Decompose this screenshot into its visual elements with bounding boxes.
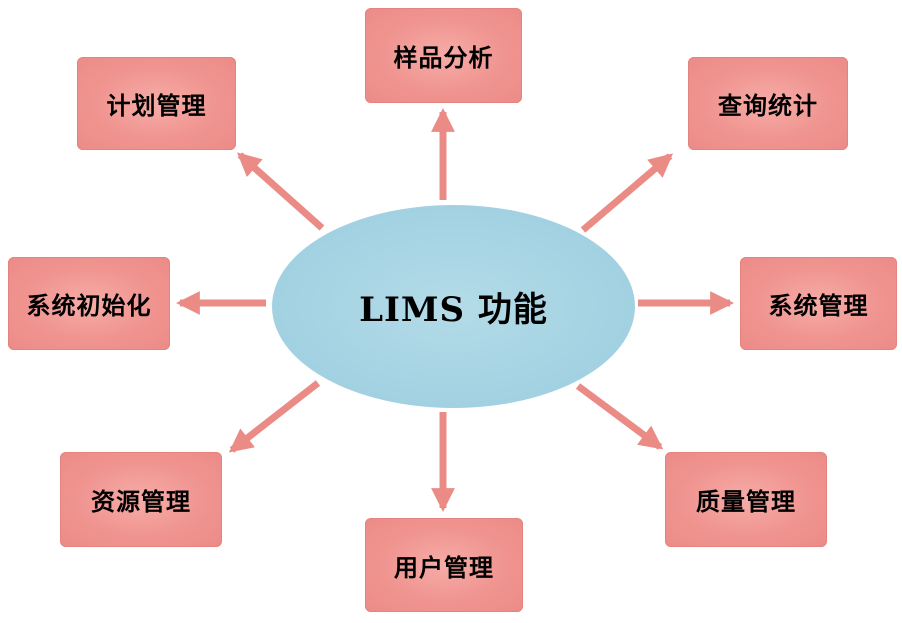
center-node-label: LIMS 功能 — [359, 290, 548, 330]
node-quality-management: 质量管理 — [665, 452, 827, 547]
arrow-resource-management — [228, 380, 321, 453]
node-sample-analysis-label: 样品分析 — [393, 44, 494, 72]
arrow-quality-management — [575, 383, 664, 450]
node-user-management-label: 用户管理 — [394, 553, 494, 582]
node-plan-management: 计划管理 — [77, 57, 236, 150]
node-system-initialization: 系统初始化 — [8, 257, 170, 350]
node-query-statistics-label: 查询统计 — [718, 92, 818, 120]
arrow-plan-management — [237, 152, 325, 231]
node-system-management: 系统管理 — [740, 257, 897, 350]
node-sample-analysis: 样品分析 — [365, 8, 522, 103]
node-user-management: 用户管理 — [365, 518, 523, 612]
node-system-management-label: 系统管理 — [768, 292, 869, 320]
node-resource-management-label: 资源管理 — [91, 488, 191, 516]
node-resource-management: 资源管理 — [60, 452, 222, 547]
node-quality-management-label: 质量管理 — [696, 488, 796, 516]
node-query-statistics: 查询统计 — [688, 57, 848, 150]
node-system-initialization-label: 系统初始化 — [26, 292, 152, 320]
arrow-query-statistics — [580, 153, 674, 233]
center-node-lims-functions: LIMS 功能 — [272, 205, 635, 408]
node-plan-management-label: 计划管理 — [106, 92, 207, 120]
